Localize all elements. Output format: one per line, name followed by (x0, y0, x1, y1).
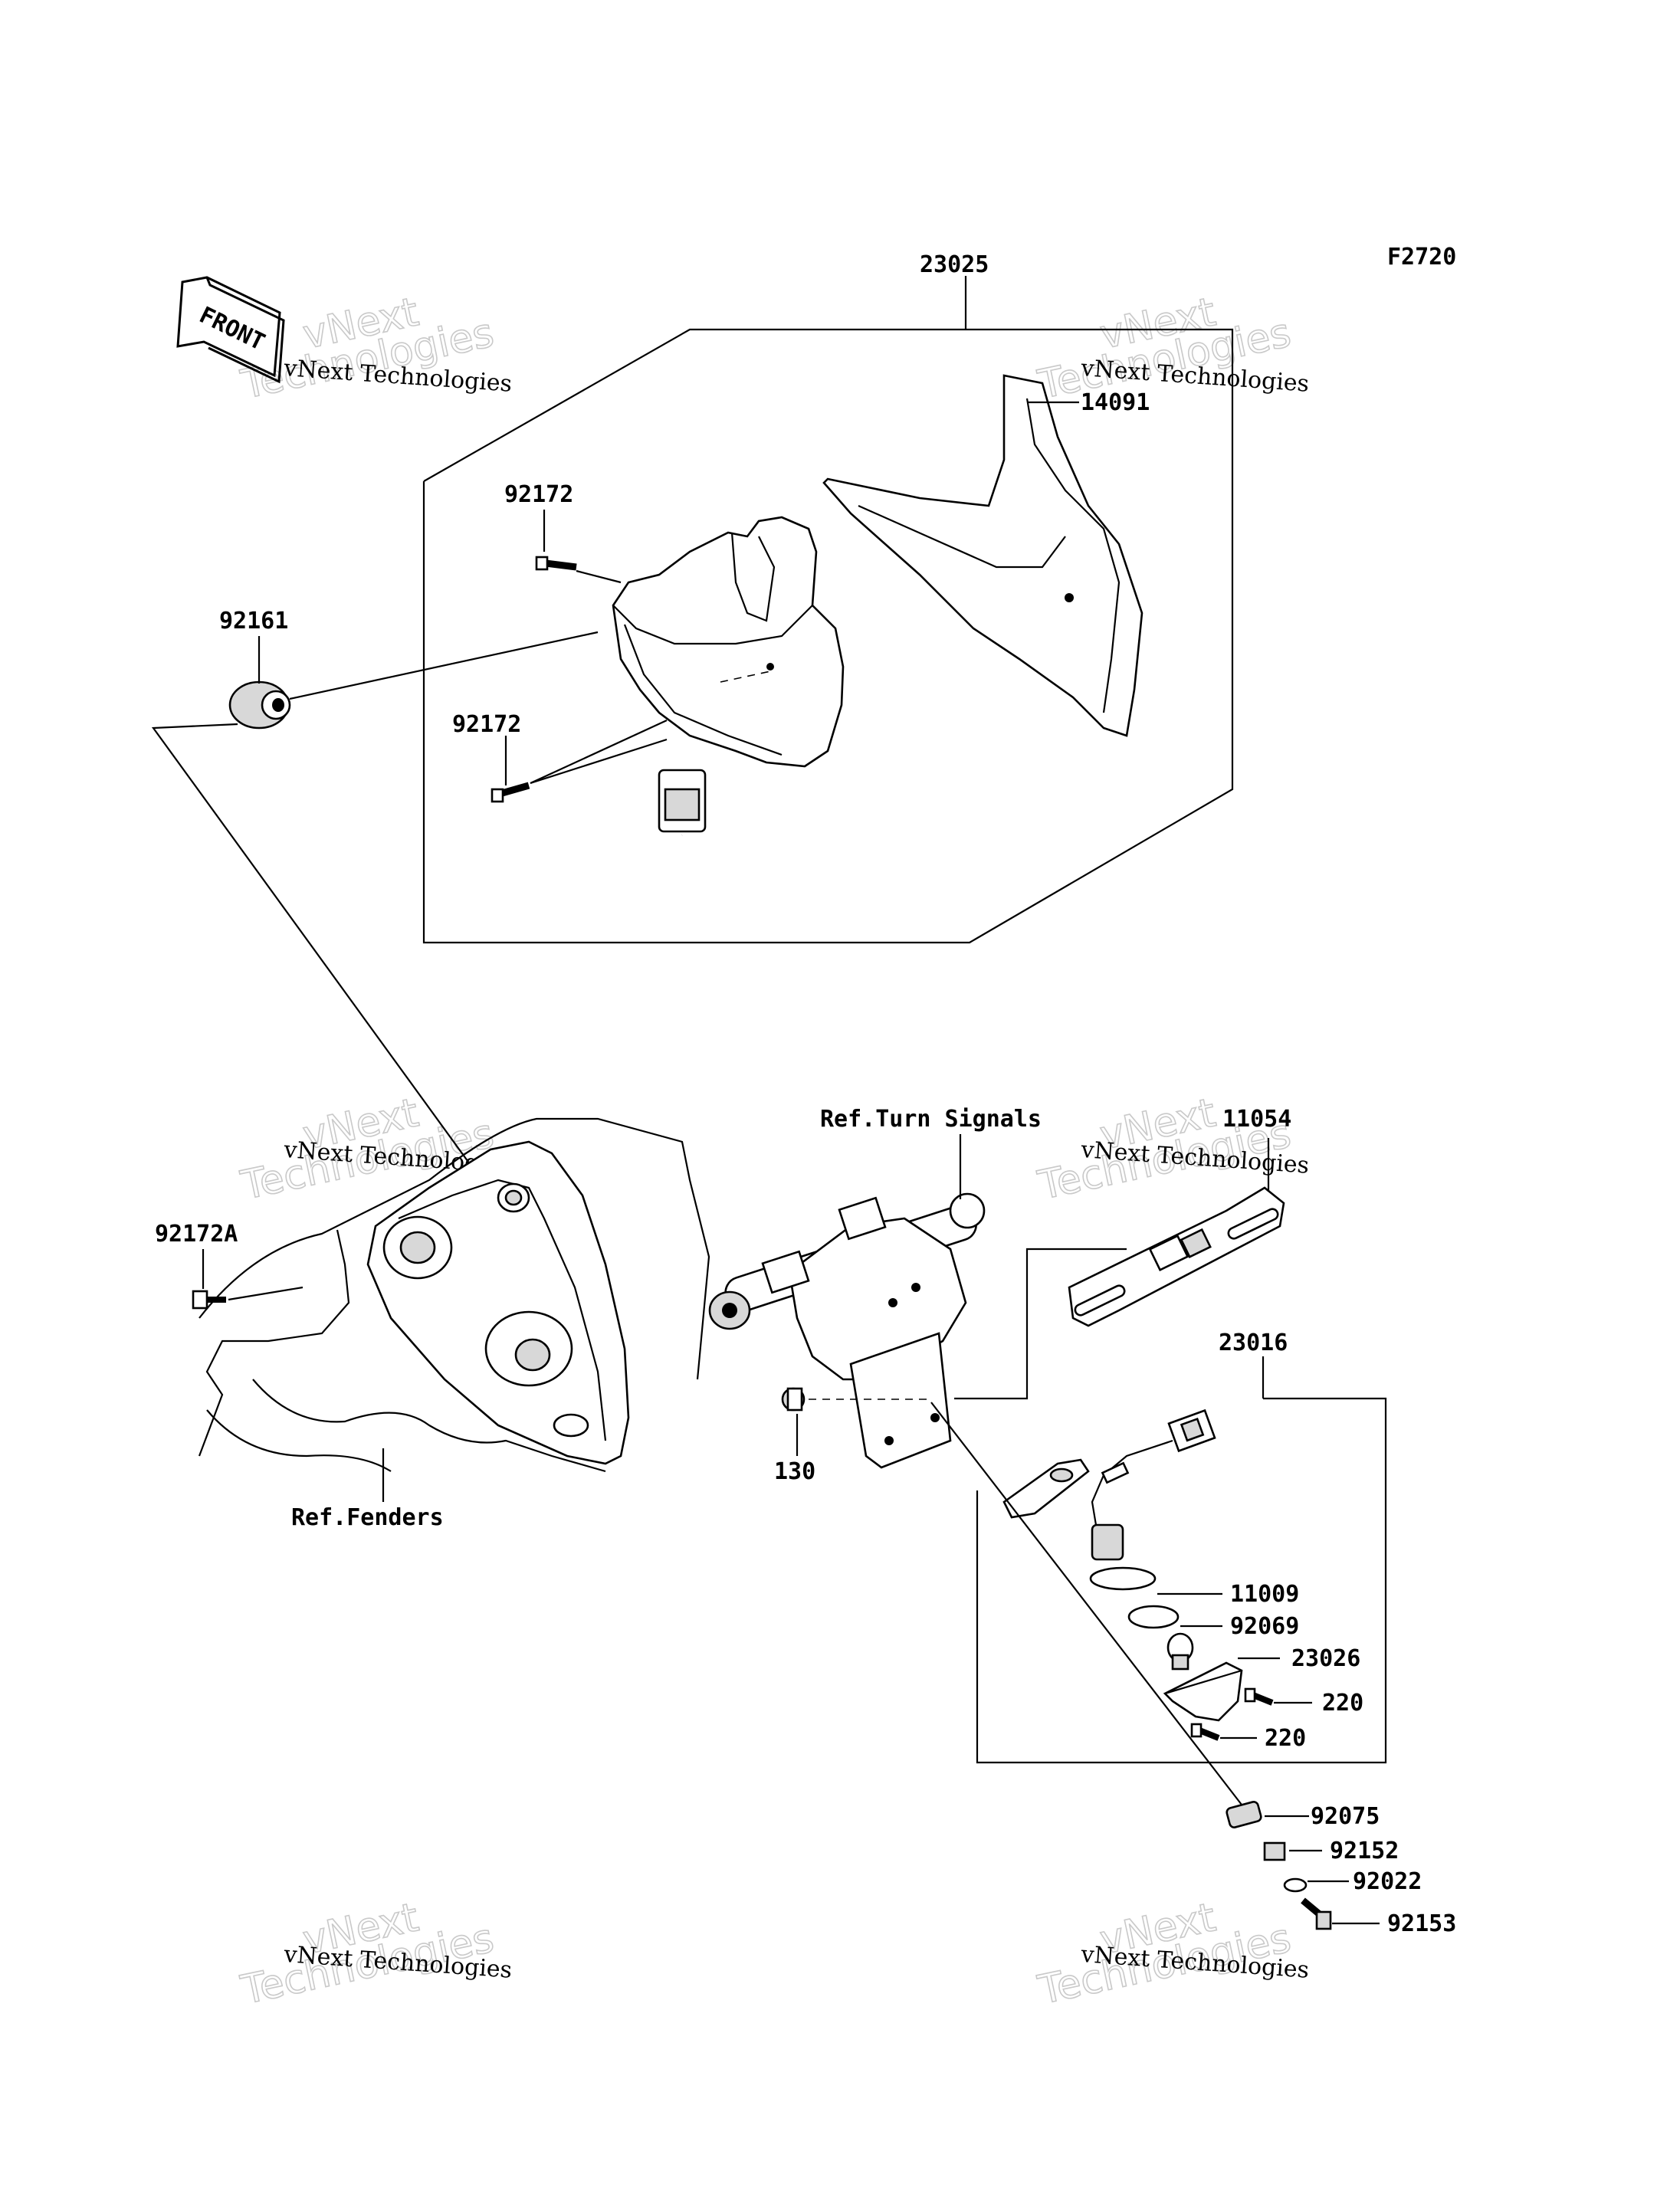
leader-92172-mid-b (530, 738, 668, 785)
watermark-bottom-left: vNext Technologies vNext Technologies (236, 1894, 513, 2015)
bulb-icon (1166, 1632, 1194, 1671)
figure-code: F2720 (1387, 244, 1456, 271)
bolt-130-icon (781, 1387, 806, 1412)
watermark-top-left: vNext Technologies vNext Technologies (236, 289, 513, 409)
tail-light-connector (658, 766, 788, 914)
label-92172-mid: 92172 (452, 711, 521, 738)
label-92153: 92153 (1387, 1910, 1456, 1937)
label-11009: 11009 (1230, 1581, 1299, 1608)
label-92161: 92161 (219, 608, 288, 635)
watermark-bottom-right: vNext Technologies vNext Technologies (1033, 1894, 1310, 2015)
assembly-23025-frame (422, 276, 1234, 944)
ref-turn-signals: Ref.Turn Signals (820, 1106, 1042, 1133)
washer-92022-icon (1283, 1877, 1308, 1893)
screw-92172A-icon (192, 1290, 226, 1310)
screw-220-b-icon (1190, 1723, 1220, 1741)
screw-92172-mid-icon (491, 782, 530, 803)
label-92152: 92152 (1330, 1838, 1399, 1864)
rear-fender (198, 1117, 710, 1473)
front-arrow-icon: FRONT (176, 276, 285, 384)
bulb-socket-11009 (1089, 1523, 1157, 1591)
reflector-bracket-11054 (1068, 1186, 1285, 1327)
leader-92161-mount (289, 631, 599, 700)
label-23016: 23016 (1219, 1330, 1288, 1356)
leader-92172-mid-a (530, 720, 668, 784)
reflector-92075-icon (1226, 1801, 1262, 1828)
label-14091: 14091 (1081, 389, 1150, 416)
label-92172-top: 92172 (504, 481, 573, 508)
label-220-b: 220 (1265, 1725, 1306, 1752)
label-130: 130 (774, 1458, 815, 1485)
leader-11054-mount (954, 1248, 1127, 1400)
label-220-a: 220 (1322, 1690, 1363, 1717)
label-23026: 23026 (1291, 1645, 1360, 1672)
nut-92153-icon (1301, 1897, 1332, 1930)
license-lamp-connector (1091, 1408, 1216, 1526)
ref-fenders: Ref.Fenders (291, 1504, 444, 1531)
label-92075: 92075 (1311, 1803, 1380, 1830)
lamp-lens-23026 (1163, 1661, 1243, 1722)
label-23025: 23025 (920, 251, 989, 278)
screw-220-a-icon (1244, 1687, 1274, 1706)
label-92022: 92022 (1353, 1868, 1422, 1895)
screw-92172-top-icon (535, 556, 577, 571)
tail-light-housing (612, 516, 845, 768)
label-11054: 11054 (1222, 1106, 1291, 1133)
tail-lens-cover (822, 374, 1144, 737)
label-92069: 92069 (1230, 1613, 1299, 1640)
leader-92161-to-fender (151, 723, 499, 1204)
label-92172A: 92172A (155, 1221, 238, 1248)
grommet-92161-icon (228, 680, 291, 730)
license-plate-bracket (761, 1196, 967, 1469)
license-lamp-base (1002, 1458, 1090, 1519)
leader-bracket-to-reflector (930, 1402, 1242, 1805)
assembly-23016-frame (976, 1356, 1387, 1764)
gasket-92069-icon (1127, 1605, 1180, 1629)
collar-92152-icon (1263, 1841, 1286, 1861)
leader-92172-top (576, 569, 622, 584)
leader-92172A-mount (228, 1286, 304, 1301)
watermark-top-right: vNext Technologies vNext Technologies (1033, 289, 1310, 409)
